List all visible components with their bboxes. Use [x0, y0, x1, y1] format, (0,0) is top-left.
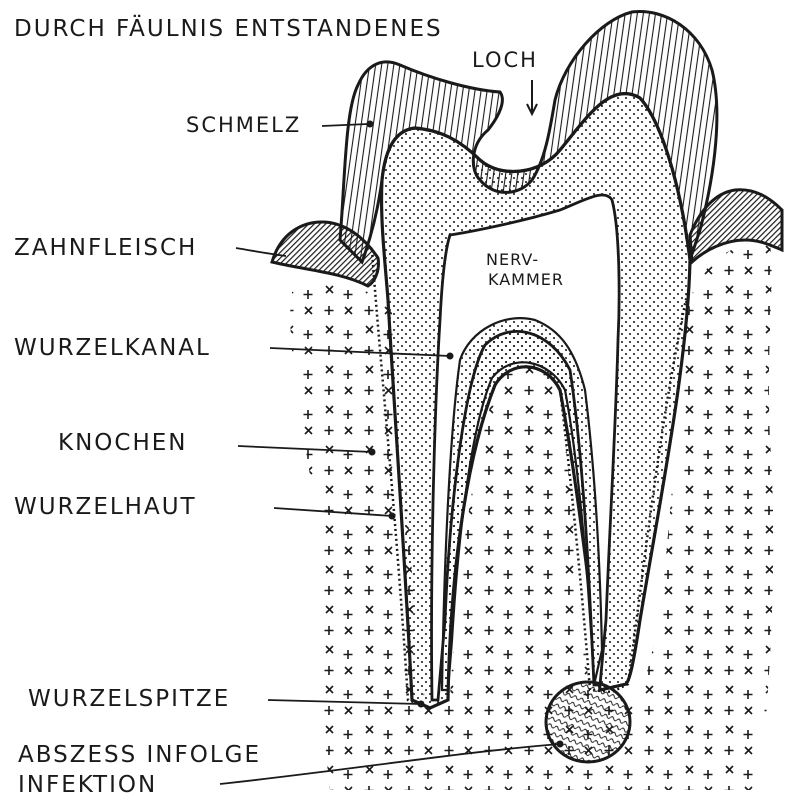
- dot-wurzelkanal: [447, 353, 454, 360]
- zahnfleisch-label: ZAHNFLEISCH: [14, 237, 197, 260]
- wurzelkanal-label: WURZELKANAL: [14, 337, 211, 360]
- abszess-label-2: INFEKTION: [18, 774, 157, 797]
- title-label: DURCH FÄULNIS ENTSTANDENES: [14, 18, 443, 41]
- dot-knochen: [369, 449, 376, 456]
- nerv-label-1: NERV-: [486, 252, 539, 268]
- abscess-shape: [546, 682, 630, 762]
- dot-wurzelhaut: [389, 513, 396, 520]
- knochen-label: KNOCHEN: [58, 432, 187, 455]
- loch-arrow: [527, 80, 537, 114]
- abszess-label-1: ABSZESS INFOLGE: [18, 744, 261, 767]
- schmelz-label: SCHMELZ: [186, 115, 301, 136]
- wurzelhaut-label: WURZELHAUT: [14, 496, 197, 519]
- nerv-label-2: KAMMER: [488, 272, 564, 288]
- loch-label: LOCH: [472, 50, 538, 71]
- dot-schmelz: [367, 121, 374, 128]
- dot-abszess: [557, 741, 564, 748]
- wurzelspitze-label: WURZELSPITZE: [28, 688, 230, 711]
- dot-wurzelspitze: [418, 701, 425, 708]
